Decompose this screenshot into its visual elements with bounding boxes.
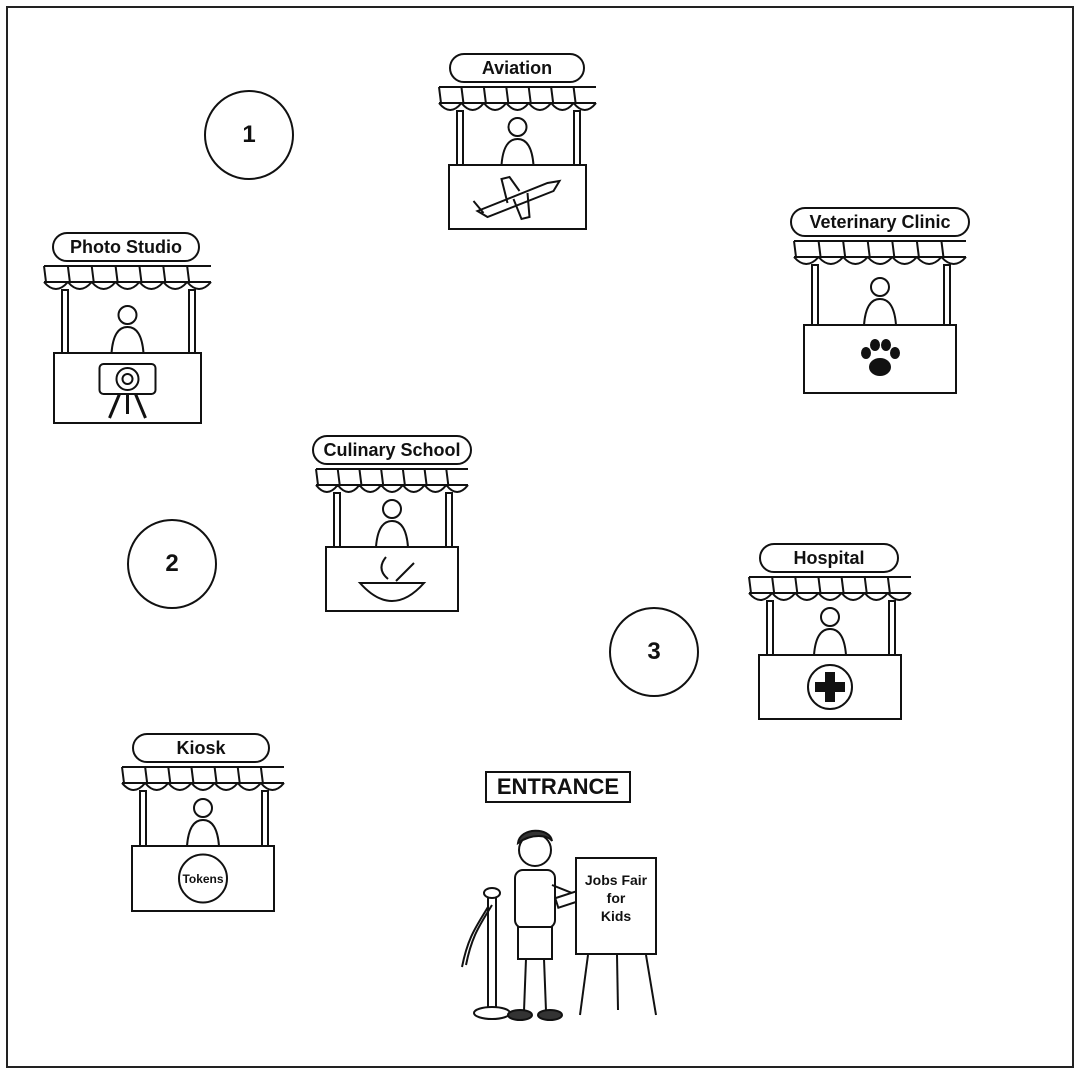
vendor-icon (500, 117, 535, 166)
board-line: Jobs Fair (584, 872, 648, 888)
stall-sign: Photo Studio (52, 232, 200, 262)
stall-photo-studio[interactable]: Photo Studio (40, 232, 215, 427)
stall-graphic (315, 468, 469, 612)
stall-sign: Culinary School (312, 435, 472, 465)
stall-kiosk[interactable]: Kiosk Tokens (118, 733, 288, 915)
entrance-scene (461, 829, 657, 1021)
easel-icon (579, 954, 657, 1016)
marker-1: 1 (204, 90, 294, 180)
medical-cross-icon (807, 664, 853, 710)
vendor-icon (375, 499, 409, 548)
map-frame (6, 6, 1074, 1068)
stall-sign: Veterinary Clinic (790, 207, 970, 237)
marker-3: 3 (609, 607, 699, 697)
stall-veterinary-clinic[interactable]: Veterinary Clinic (790, 207, 970, 397)
boy-icon (507, 829, 597, 1021)
vendor-icon (813, 607, 847, 656)
token-icon (178, 853, 228, 904)
stall-culinary-school[interactable]: Culinary School (312, 435, 472, 615)
tokens-label: Tokens (182, 871, 224, 886)
board-line: Kids (600, 908, 632, 924)
marker-2: 2 (127, 519, 217, 609)
stall-hospital[interactable]: Hospital (745, 543, 915, 723)
entrance-sign: ENTRANCE (485, 771, 631, 803)
stall-graphic (748, 576, 912, 720)
stall-graphic (438, 86, 597, 230)
camera-icon (98, 363, 157, 419)
vendor-icon (863, 277, 897, 326)
board-line: for (606, 890, 626, 906)
paw-icon (861, 339, 900, 376)
vendor-icon (110, 305, 145, 354)
jobs-fair-board: Jobs Fair for Kids (575, 857, 657, 955)
stall-sign: Hospital (759, 543, 899, 573)
stall-sign: Aviation (449, 53, 585, 83)
stall-graphic (121, 766, 285, 912)
airplane-icon (472, 175, 562, 221)
vendor-icon (186, 798, 220, 847)
stall-graphic (43, 265, 212, 424)
stall-sign: Kiosk (132, 733, 270, 763)
rope-post-icon (461, 887, 511, 1020)
bowl-icon (357, 556, 427, 602)
stall-aviation[interactable]: Aviation (435, 53, 600, 233)
stall-graphic (793, 240, 967, 394)
